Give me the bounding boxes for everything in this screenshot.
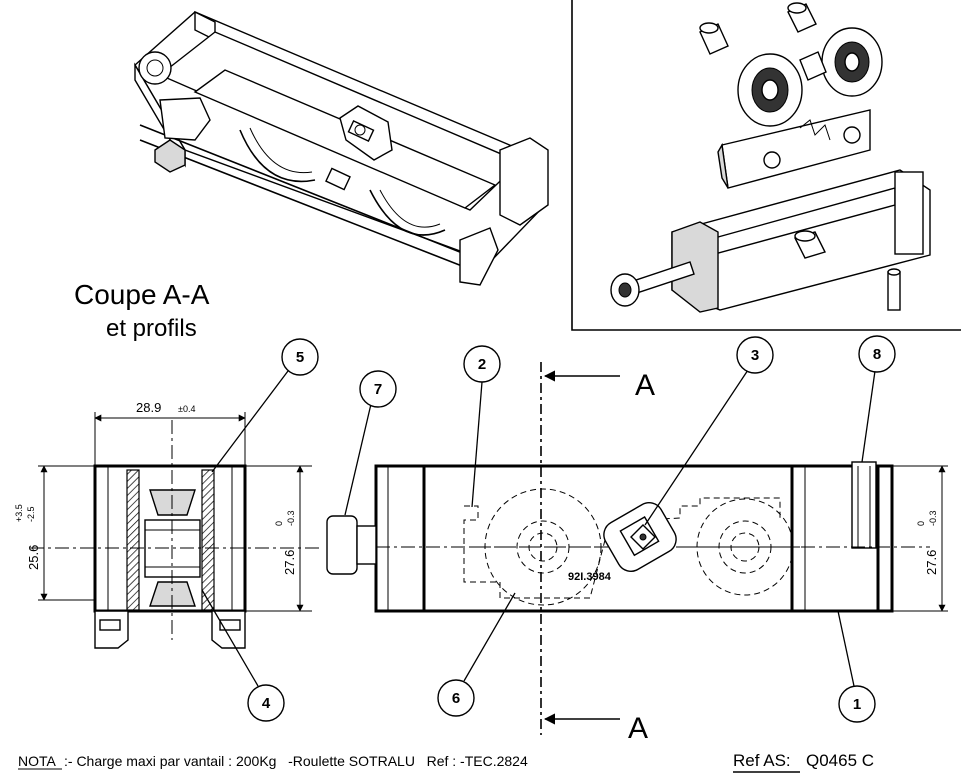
- left-height-value: 25.6: [26, 545, 41, 570]
- left-height-tol-lower: -2.5: [26, 506, 36, 522]
- dimension-width: 28.9 ±0.4: [94, 400, 246, 466]
- right-height-tol-lower: -0.3: [928, 510, 938, 526]
- footer-note: NOTA :- Charge maxi par vantail : 200Kg …: [18, 751, 874, 773]
- callout-1: 1: [853, 696, 861, 713]
- section-cut-line: A A: [540, 362, 655, 745]
- mid-height-tol-upper: 0: [274, 521, 284, 526]
- dimension-mid-height: 27.6 0 -0.3: [245, 465, 312, 612]
- exploded-wheels: [737, 27, 883, 127]
- mid-height-value: 27.6: [282, 550, 297, 575]
- width-value: 28.9: [136, 400, 161, 415]
- section-label-top: A: [635, 369, 655, 402]
- section-label-bottom: A: [628, 712, 648, 745]
- mid-height-tol-lower: -0.3: [286, 510, 296, 526]
- width-tolerance: ±0.4: [178, 404, 195, 414]
- exploded-view-frame: [571, 0, 961, 331]
- exploded-body: [671, 169, 931, 313]
- nota-text: :- Charge maxi par vantail : 200Kg -Roul…: [64, 753, 528, 769]
- right-height-tol-upper: 0: [916, 521, 926, 526]
- right-height-value: 27.6: [924, 550, 939, 575]
- section-a-a-view: [30, 420, 320, 649]
- section-title: Coupe A-A: [74, 279, 210, 310]
- dimension-left-height: 25.6 +3.5 -2.5: [14, 465, 95, 601]
- exploded-plate: [717, 109, 871, 189]
- exploded-small-pin: [887, 268, 901, 311]
- exploded-screw: [610, 261, 695, 307]
- side-elevation-view: 92I.3984: [326, 461, 930, 613]
- callout-6: 6: [452, 690, 460, 707]
- callout-4: 4: [262, 695, 271, 712]
- nota-label: NOTA: [18, 753, 57, 769]
- section-subtitle: et profils: [106, 315, 197, 342]
- callout-5: 5: [296, 349, 304, 366]
- callout-3: 3: [751, 347, 759, 364]
- left-height-tol-upper: +3.5: [14, 504, 24, 522]
- callout-7: 7: [374, 381, 382, 398]
- ref-value: Q0465 C: [806, 751, 874, 770]
- exploded-pins: [699, 2, 817, 55]
- dimension-right-height: 27.6 0 -0.3: [892, 465, 948, 612]
- callout-2: 2: [478, 356, 486, 373]
- part-marking: 92I.3984: [568, 571, 612, 583]
- isometric-assembly-view: [134, 10, 549, 286]
- callout-8: 8: [873, 346, 881, 363]
- callouts: 5 7 2 3 8 4 6 1: [201, 335, 896, 723]
- ref-label: Ref AS:: [733, 751, 791, 770]
